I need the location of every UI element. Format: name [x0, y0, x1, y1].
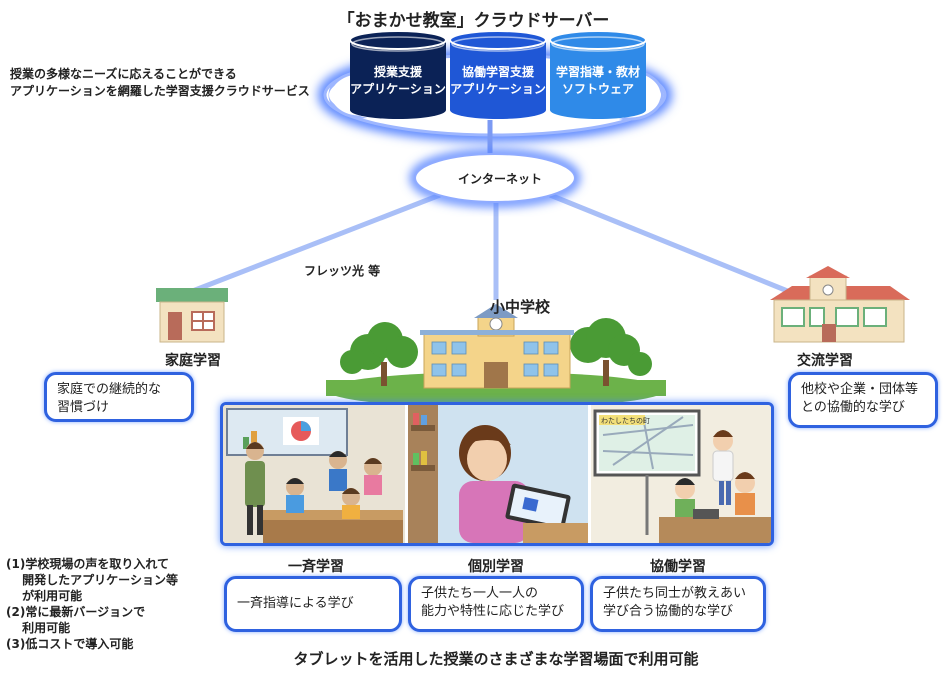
cylinder-shape-1 [350, 30, 447, 119]
home-learning-title: 家庭学習 [165, 353, 221, 369]
internet-node [410, 149, 580, 207]
service-description: 授業の多様なニーズに応えることができるアプリケーションを網羅した学習支援クラウド… [10, 67, 310, 98]
mode-box-collaborative: 子供たち同士が教えあい学び合う協働的な学び [590, 576, 766, 632]
scene-collaborative: わたしたちの町 [591, 405, 771, 543]
cylinder-1-label: 授業支援アプリケーション [350, 65, 446, 96]
cloud-server-cylinders: 授業支援アプリケーション 協働学習支援アプリケーション 学習指導・教材ソフトウェ… [350, 30, 650, 120]
mode-title-lecture: 一斉学習 [288, 559, 344, 575]
classroom-scenes: わたしたちの町 [223, 405, 771, 543]
mode-title-individual: 個別学習 [468, 559, 524, 575]
mode-box-lecture: 一斉指導による学び [224, 576, 402, 632]
mode-title-collaborative: 協働学習 [650, 559, 706, 575]
cylinder-shape-2 [449, 30, 547, 119]
flets-label: フレッツ光 等 [304, 264, 381, 278]
classroom-photo-panel: わたしたちの町 [220, 402, 774, 546]
connection-lines [189, 120, 791, 300]
mode-box-individual: 子供たち一人一人の能力や特性に応じた学び [408, 576, 584, 632]
cylinder-2-label: 協働学習支援アプリケーション [450, 65, 546, 96]
school-building-illustration [326, 304, 666, 408]
internet-label: インターネット [457, 172, 542, 186]
mode-desc-lecture: 一斉指導による学び [237, 596, 354, 611]
cylinder-3-label: 学習指導・教材ソフトウェア [555, 65, 640, 96]
scene-individual [408, 405, 588, 543]
footer-caption: タブレットを活用した授業のさまざまな学習場面で利用可能 [293, 650, 699, 668]
other-school-illustration [770, 266, 910, 343]
features-list: (1)学校現場の声を取り入れて 開発したアプリケーション等 が利用可能 (2)常… [6, 557, 178, 651]
house-illustration [156, 288, 228, 343]
exchange-learning-box: 他校や企業・団体等との協働的な学び [788, 372, 938, 428]
cylinder-shape-3 [549, 30, 647, 119]
school-label: 小中学校 [489, 298, 550, 316]
board-caption: わたしたちの町 [601, 417, 650, 425]
cylinder-shapes [350, 30, 647, 119]
home-learning-box: 家庭での継続的な習慣づけ [44, 372, 194, 422]
page-title: 「おまかせ教室」クラウドサーバー [337, 11, 610, 31]
scene-lecture [223, 405, 405, 543]
exchange-learning-title: 交流学習 [797, 353, 853, 369]
